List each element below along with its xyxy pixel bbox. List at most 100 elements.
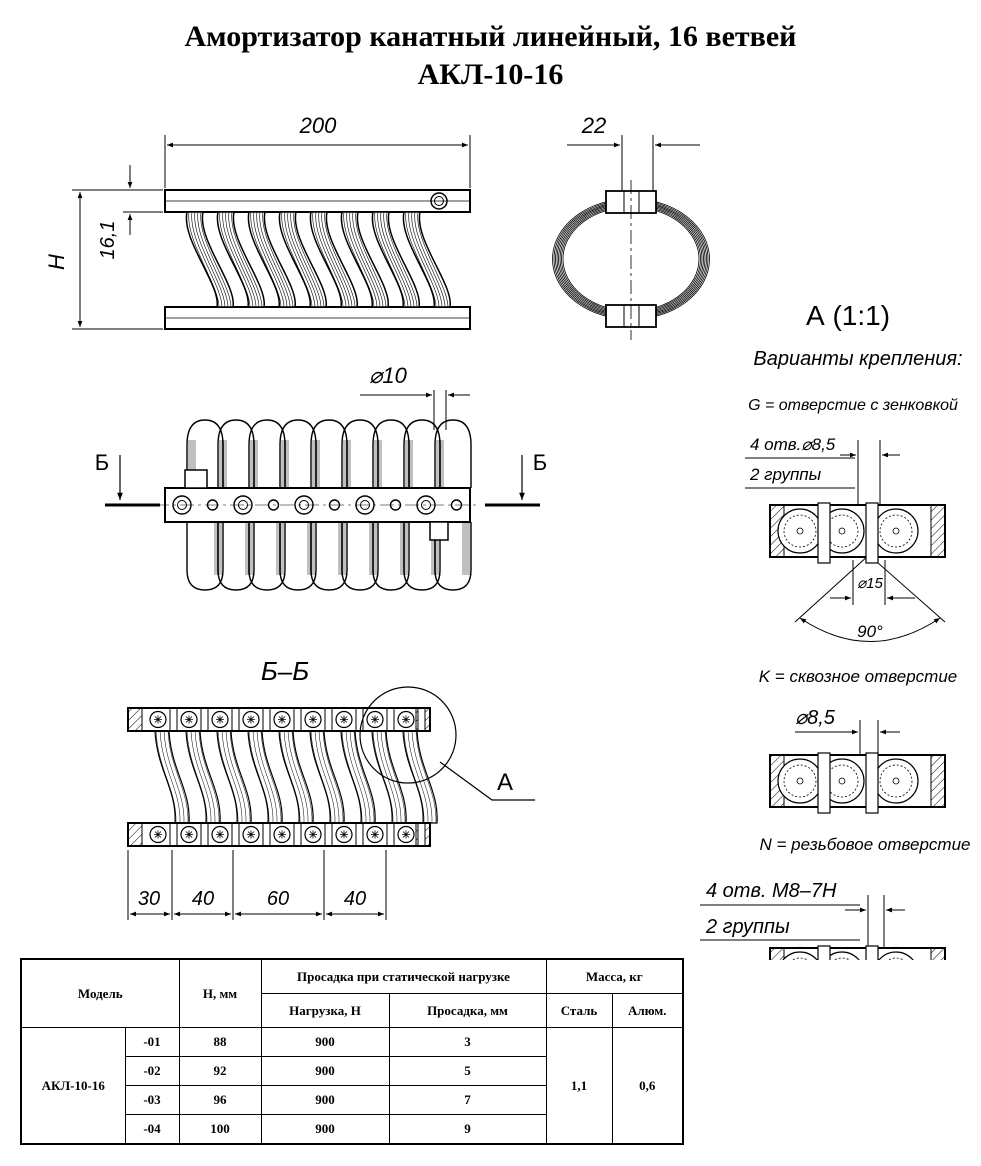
fastener <box>200 823 209 846</box>
sag-cell: 7 <box>388 1085 547 1115</box>
fastener <box>417 823 426 846</box>
rope-core <box>796 777 804 785</box>
drawing-code: АКЛ-10-16 <box>417 58 564 91</box>
rope-strand <box>405 211 437 308</box>
section-title: Б–Б <box>261 656 309 686</box>
rope-strand <box>411 730 433 824</box>
suffix-cell: -01 <box>124 1027 180 1057</box>
rope-strand <box>217 730 239 824</box>
n-groups: 2 группы <box>705 916 790 938</box>
section-holes <box>149 708 426 846</box>
rope-section <box>824 951 860 960</box>
fastener <box>417 708 426 731</box>
pitch-3: 60 <box>267 888 289 910</box>
rope-strand <box>252 730 274 824</box>
rope-strand <box>159 730 181 824</box>
header-load: Нагрузка, Н <box>260 993 390 1028</box>
fastener <box>262 823 271 846</box>
fastener <box>817 945 831 960</box>
rope-strand <box>194 730 216 824</box>
rope-core <box>838 527 846 535</box>
rope-strand <box>198 730 220 824</box>
rope-loop <box>434 522 472 591</box>
table-row: -04 100 900 9 <box>21 1114 683 1145</box>
rope-strand <box>287 730 309 824</box>
rope-strand <box>167 730 189 824</box>
n-holes: 4 отв. M8–7H <box>706 880 837 902</box>
g-groups: 2 группы <box>749 465 822 484</box>
rope-loop <box>279 419 317 488</box>
rope-core <box>796 527 804 535</box>
fastener <box>169 708 178 731</box>
variant-n: N = резьбовое отверстие <box>760 835 971 854</box>
fastener <box>200 708 209 731</box>
rope-core <box>838 777 846 785</box>
header-steel: Сталь <box>545 993 613 1028</box>
callout-a: А <box>497 769 513 796</box>
rope-strand <box>163 730 185 824</box>
header-alu: Алюм. <box>611 993 684 1028</box>
rope-loop <box>372 522 410 591</box>
rope-strand <box>407 730 429 824</box>
rope-section <box>340 730 376 824</box>
rope-strand <box>194 211 226 308</box>
dim-rope-diameter: ⌀10 <box>369 363 407 388</box>
fastener <box>386 708 395 731</box>
rope-strand <box>374 211 406 308</box>
section-view <box>127 686 535 920</box>
rope-strand <box>256 730 278 824</box>
plate-hatch <box>769 947 785 960</box>
suffix-cell: -02 <box>124 1056 180 1086</box>
rope-strand <box>231 211 263 308</box>
rope-strand <box>321 211 353 308</box>
rope-strand <box>318 730 340 824</box>
rope-section <box>777 508 823 554</box>
rope-strand <box>343 211 375 308</box>
rope-strand <box>186 730 208 824</box>
dim-height: H <box>44 254 69 270</box>
load-cell: 900 <box>260 1085 390 1115</box>
rope-strand <box>225 730 247 824</box>
suffix-cell: -03 <box>124 1085 180 1115</box>
rope-strand <box>200 211 232 308</box>
rope-strands <box>216 830 224 839</box>
rope-strand <box>315 211 347 308</box>
rope-loop <box>217 522 255 591</box>
rope-strand <box>322 730 344 824</box>
front-dimensions <box>72 135 471 330</box>
rope-strands <box>278 715 286 724</box>
rope-strands <box>402 830 410 839</box>
rope-strand <box>250 211 282 308</box>
rope-strand <box>414 211 446 308</box>
rope-loop <box>310 522 348 591</box>
dim-width: 22 <box>581 113 606 138</box>
fastener <box>169 823 178 846</box>
section-mark-right: Б <box>533 450 547 475</box>
rope-strand <box>324 211 356 308</box>
rope-loop <box>434 419 472 488</box>
rope-loops-top <box>186 419 472 591</box>
rope-strand <box>248 730 270 824</box>
rope-loop <box>248 419 286 488</box>
rope-strands <box>402 715 410 724</box>
rope-strand <box>197 211 229 308</box>
pitch-1: 30 <box>138 888 160 910</box>
rope-section <box>154 730 190 824</box>
mass-steel-cell: 1,1 <box>545 1027 613 1145</box>
fastener <box>817 752 831 814</box>
drawing-title: Амортизатор канатный линейный, 16 ветвей <box>184 20 797 53</box>
suffix-cell: -04 <box>124 1114 180 1145</box>
rope-loop <box>310 419 348 488</box>
rope-strand <box>256 211 288 308</box>
rope-strands <box>340 830 348 839</box>
dim-bar-offset: 16,1 <box>97 221 119 260</box>
rope-strand <box>341 730 363 824</box>
rope-loop <box>403 419 441 488</box>
dim-length: 200 <box>299 113 337 138</box>
rope-coils-front <box>185 211 451 308</box>
rope-strand <box>188 211 220 308</box>
rope-strand <box>403 730 425 824</box>
rope-strand <box>411 211 443 308</box>
rope-strand <box>349 211 381 308</box>
detail-title: А (1:1) <box>806 300 890 331</box>
